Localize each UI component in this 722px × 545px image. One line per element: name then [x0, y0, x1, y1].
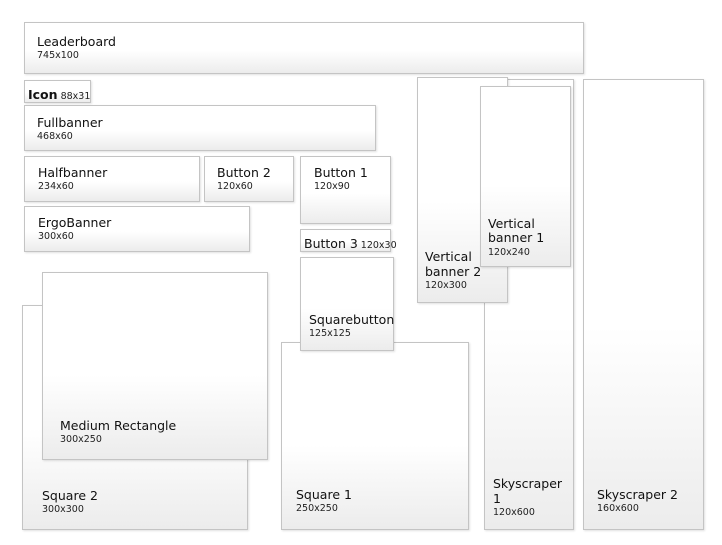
ergobanner-size: 300x60: [38, 231, 74, 243]
fullbanner-box: Fullbanner 468x60: [24, 105, 376, 151]
button-2-name: Button 2: [217, 165, 271, 180]
vertical-banner-2-name: Vertical banner 2: [425, 249, 482, 279]
button-1-box: Button 1 120x90: [300, 156, 391, 224]
medium-rectangle-box: Medium Rectangle 300x250: [42, 272, 268, 460]
leaderboard-name: Leaderboard: [37, 34, 116, 49]
vertical-banner-2-size: 120x300: [425, 280, 467, 292]
button-3-name: Button 3: [304, 236, 358, 251]
vertical-banner-1-name: Vertical banner 1: [488, 216, 545, 246]
button-2-size: 120x60: [217, 181, 253, 193]
medium-rectangle-name: Medium Rectangle: [60, 418, 177, 433]
squarebutton-size: 125x125: [309, 328, 351, 340]
icon-name: Icon: [28, 87, 58, 102]
leaderboard-size: 745x100: [37, 50, 79, 62]
square-1-name: Square 1: [296, 486, 352, 502]
square-2-size: 300x300: [42, 504, 84, 516]
icon-size: 88x31: [60, 91, 91, 102]
skyscraper-1-name: Skyscraper 1: [493, 476, 563, 506]
button-1-size: 120x90: [314, 181, 350, 193]
square-2-name: Square 2: [42, 487, 98, 503]
fullbanner-name: Fullbanner: [37, 115, 103, 130]
fullbanner-size: 468x60: [37, 131, 73, 143]
vertical-banner-1-box: Vertical banner 1 120x240: [480, 86, 571, 267]
skyscraper-2-name: Skyscraper 2: [597, 486, 678, 502]
squarebutton-box: Squarebutton 125x125: [300, 257, 394, 351]
halfbanner-box: Halfbanner 234x60: [24, 156, 200, 202]
button-3-size: 120x30: [360, 240, 397, 251]
skyscraper-2-size: 160x600: [597, 503, 639, 515]
square-1-size: 250x250: [296, 503, 338, 515]
halfbanner-name: Halfbanner: [38, 165, 108, 180]
vertical-banner-1-size: 120x240: [488, 246, 530, 258]
leaderboard-box: Leaderboard 745x100: [24, 22, 584, 74]
button-1-name: Button 1: [314, 165, 368, 180]
button-2-box: Button 2 120x60: [204, 156, 294, 202]
medium-rectangle-size: 300x250: [60, 434, 102, 446]
skyscraper-1-size: 120x600: [493, 507, 535, 519]
ergobanner-box: ErgoBanner 300x60: [24, 206, 250, 252]
skyscraper-2-box: Skyscraper 2 160x600: [583, 79, 704, 530]
squarebutton-name: Squarebutton: [309, 312, 395, 327]
ergobanner-name: ErgoBanner: [38, 215, 112, 230]
halfbanner-size: 234x60: [38, 181, 74, 193]
square-1-box: Square 1 250x250: [281, 342, 469, 530]
